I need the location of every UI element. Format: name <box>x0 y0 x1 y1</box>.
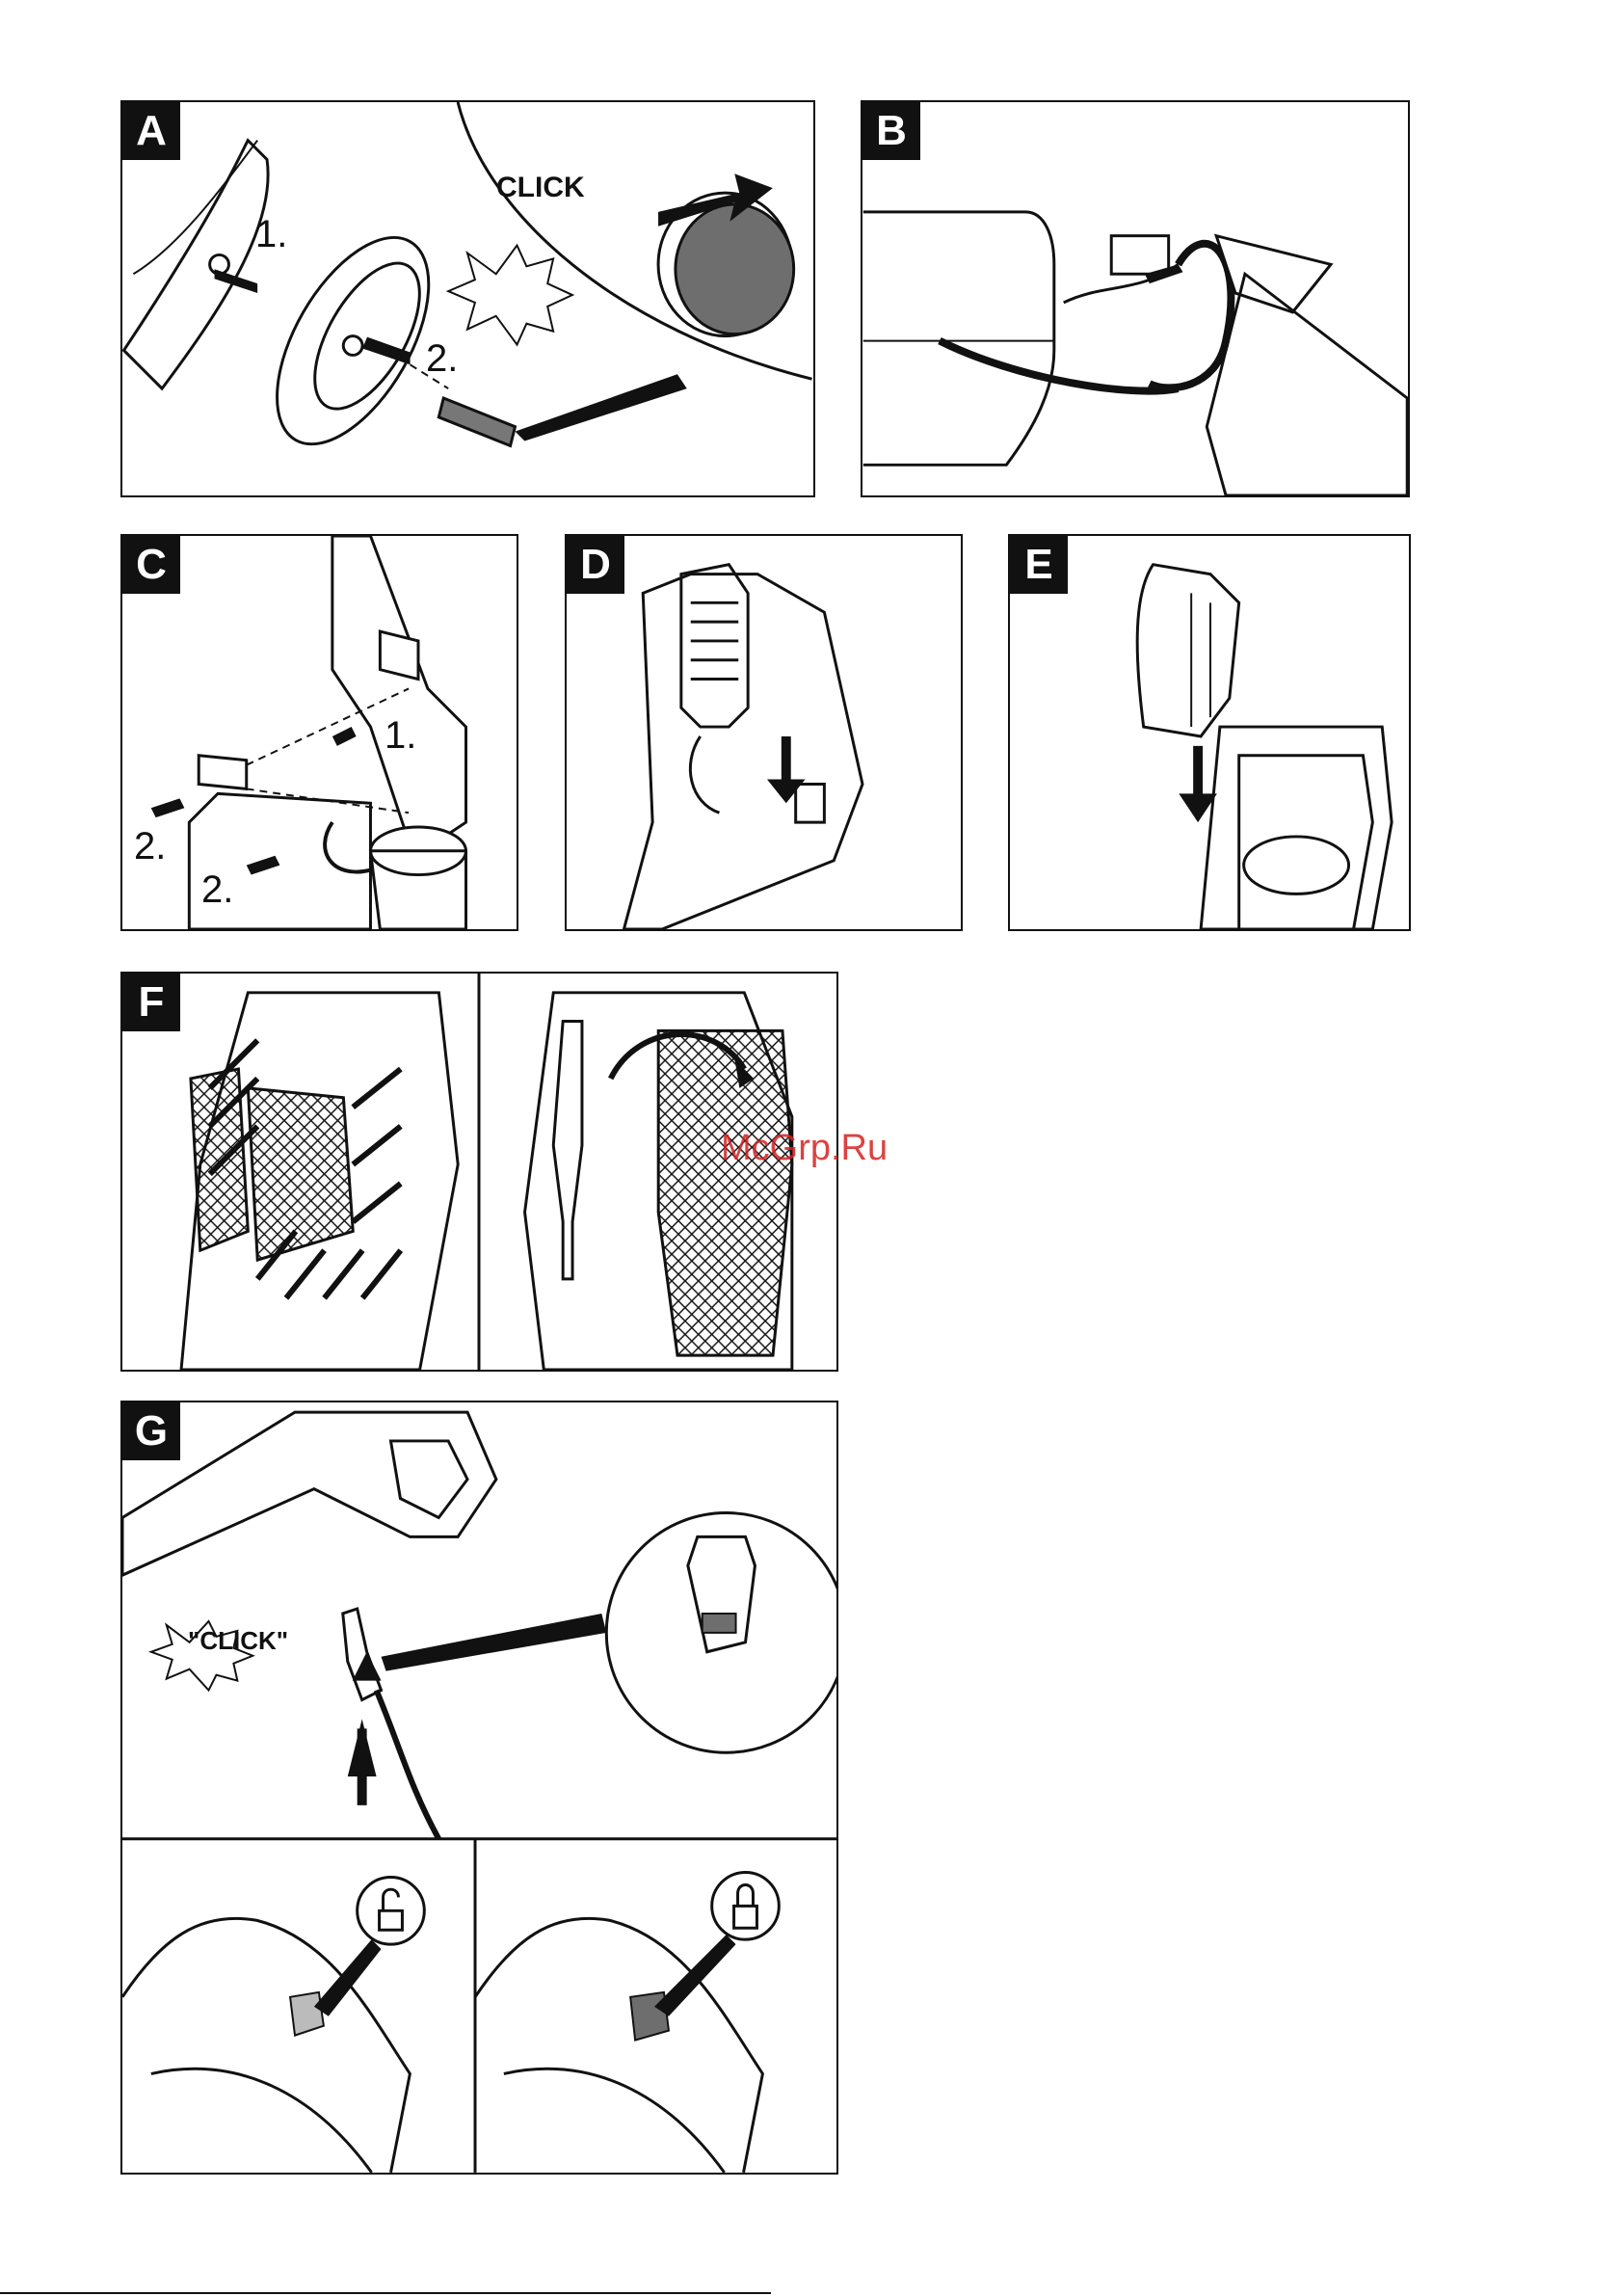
wheel-assembly-illustration <box>122 102 813 495</box>
panel-f-label: F <box>122 974 180 1031</box>
panel-c: C 1. 2. 2. <box>120 534 518 931</box>
panel-c-label: C <box>122 536 180 594</box>
clip-insertion-illustration <box>1010 536 1409 929</box>
panel-a: A 1. 2. CLICK <box>120 100 815 497</box>
step-1-label: 1. <box>255 213 287 256</box>
handle-mount-illustration <box>122 536 517 929</box>
spray-gun-connection-illustration <box>122 1402 836 2173</box>
panel-b-label: B <box>862 102 920 160</box>
step-2-label: 2. <box>201 868 233 912</box>
panel-g-label: G <box>122 1402 180 1460</box>
panel-g: G "CLICK" <box>120 1401 838 2175</box>
panel-b: B <box>861 100 1410 497</box>
footer-rule <box>0 2292 771 2294</box>
hose-connection-illustration <box>862 102 1408 495</box>
click-label: CLICK <box>496 172 585 204</box>
click-label: "CLICK" <box>188 1626 288 1656</box>
panel-d: D <box>565 534 963 931</box>
panel-a-label: A <box>122 102 180 160</box>
panel-f: F <box>120 972 838 1372</box>
step-2-label: 2. <box>134 825 166 868</box>
hose-holder-illustration <box>567 536 961 929</box>
watermark-text: McGrp.Ru <box>721 1128 888 1169</box>
panel-d-label: D <box>567 536 624 594</box>
step-1-label: 1. <box>385 714 416 758</box>
panel-e: E <box>1008 534 1411 931</box>
panel-e-label: E <box>1010 536 1068 594</box>
accessory-net-illustration <box>122 974 836 1370</box>
step-2-label: 2. <box>426 337 458 381</box>
